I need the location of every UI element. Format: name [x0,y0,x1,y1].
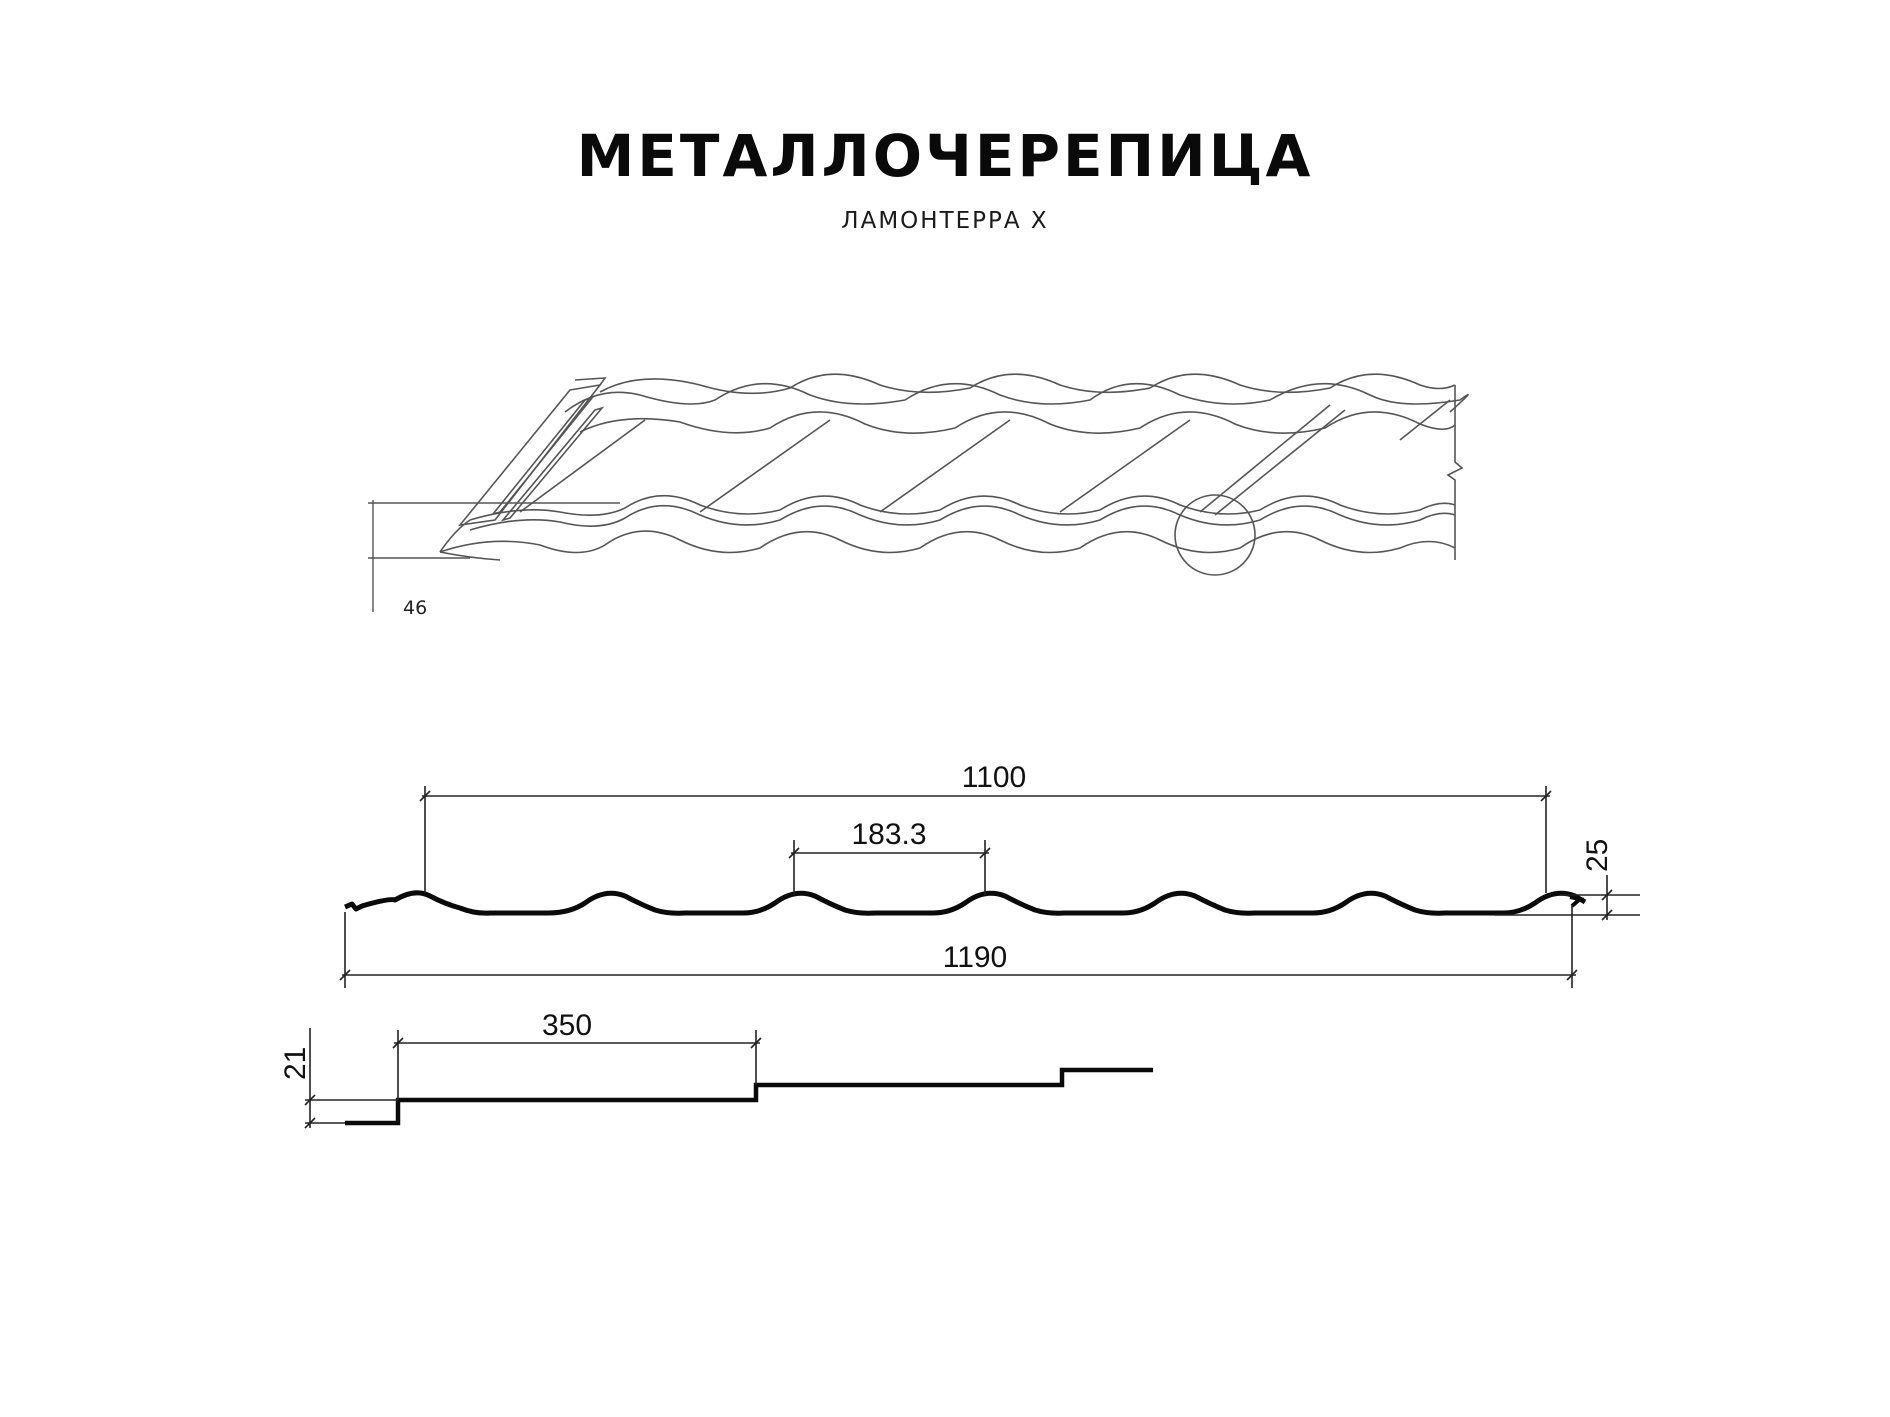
iso-diagonal-2 [699,419,831,513]
dim-1100 [419,786,1552,893]
dim-25-label: 25 [1581,839,1614,872]
iso-left-lock-edge [574,377,607,386]
iso-back-lower [579,411,1456,434]
dim-350 [392,1030,762,1100]
iso-front-mid [469,504,1456,531]
iso-diagonal-4 [1059,419,1191,513]
cross-section-profile [344,890,1587,916]
iso-left-lock-slot-2 [500,406,605,522]
iso-height-label: 46 [403,597,427,619]
dim-1190 [339,905,1578,988]
profile-line [344,890,1587,916]
dim-21 [304,1028,398,1129]
longitudinal-step-profile [345,1067,1153,1126]
dim-21-label: 21 [279,1047,312,1080]
isometric-sheet-view [439,373,1469,576]
iso-back-edge-outer [564,382,1469,413]
iso-diagonal-5 [1199,404,1331,513]
iso-front-lower [439,530,1456,554]
iso-diagonal-1 [519,419,646,513]
dim-350-label: 350 [542,1009,592,1042]
iso-height-dimension [368,500,620,612]
dim-1100-label: 1100 [962,761,1027,794]
dim-183-3 [788,840,991,895]
step-profile-line [345,1067,1153,1126]
dim-183-3-label: 183.3 [851,818,926,851]
profile-end-tip [1569,895,1585,908]
iso-left-lock-outer [458,383,602,527]
iso-back-upper [599,373,1456,395]
drawing-title: МЕТАЛЛОЧЕРЕПИЦА [576,122,1314,190]
drawing-subtitle: ЛАМОНТЕРРА X [841,208,1049,234]
iso-left-curl [439,519,471,553]
dim-1190-label: 1190 [943,941,1008,974]
iso-front-upper [469,494,1456,521]
iso-detail-circle [1174,494,1256,576]
iso-diagonal-3 [879,419,1011,513]
iso-left-lock-slot-1 [490,396,595,516]
iso-diagonal-6 [1399,399,1451,441]
iso-right-edge [1446,385,1464,560]
iso-diagonal-5b [1214,409,1346,516]
dim-25 [1495,875,1640,921]
iso-front-bottom-edge [439,551,501,561]
